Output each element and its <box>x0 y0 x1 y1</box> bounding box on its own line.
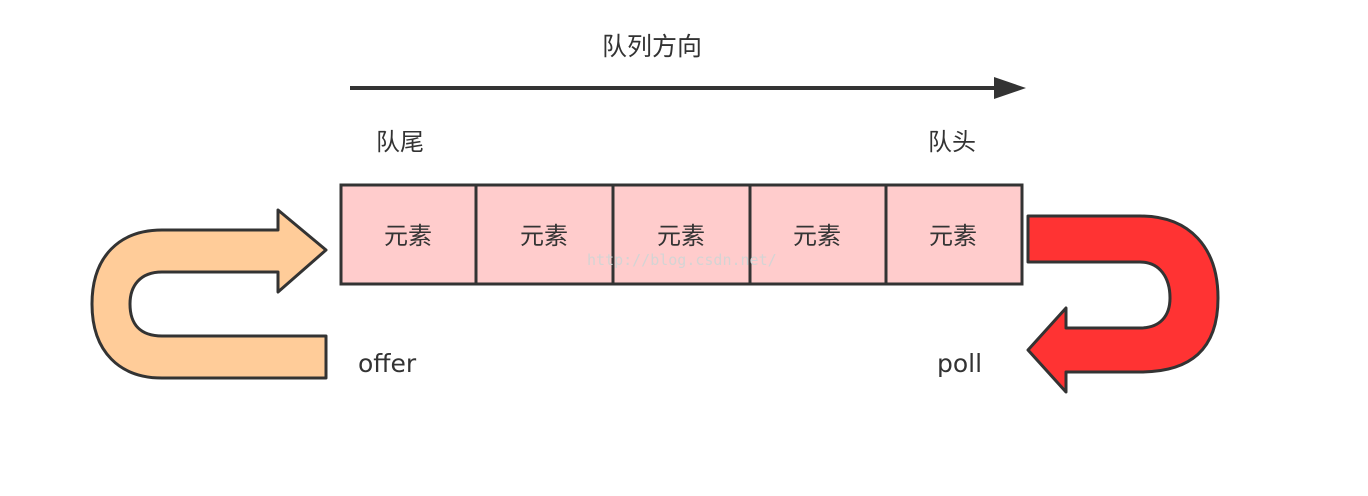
queue-cell: 元素 <box>339 183 478 286</box>
offer-label: offer <box>358 349 417 378</box>
poll-arrow <box>1026 214 1220 394</box>
cell-label: 元素 <box>384 222 432 250</box>
cell-label: 元素 <box>657 222 705 250</box>
cell-label: 元素 <box>929 222 977 250</box>
cell-label: 元素 <box>793 222 841 250</box>
head-label: 队头 <box>928 128 976 156</box>
queue-cell: 元素 <box>884 183 1024 286</box>
queue-cell: 元素 <box>748 183 888 286</box>
queue-cell: 元素 <box>611 183 752 286</box>
watermark: http://blog.csdn.net/ <box>587 251 777 269</box>
queue-cell: 元素 <box>474 183 615 286</box>
poll-label: poll <box>937 349 982 378</box>
cell-label: 元素 <box>520 222 568 250</box>
direction-arrow-head <box>994 77 1026 99</box>
direction-title: 队列方向 <box>602 32 702 61</box>
tail-label: 队尾 <box>376 128 424 156</box>
queue-cells: 元素 元素 元素 元素 元素 <box>339 183 1024 286</box>
offer-arrow <box>90 208 328 380</box>
